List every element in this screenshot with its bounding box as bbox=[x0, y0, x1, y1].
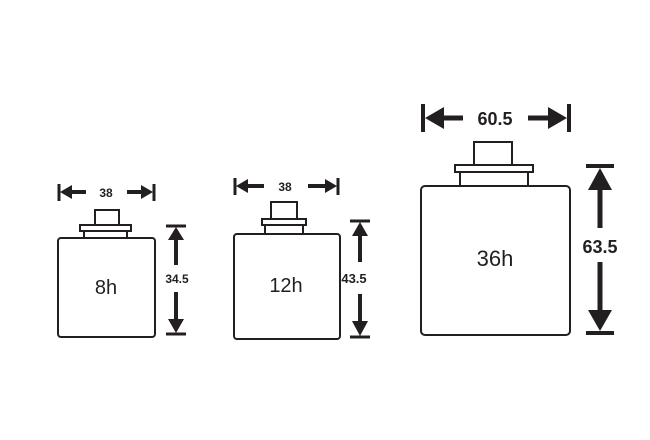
jar-body bbox=[233, 233, 341, 340]
height-label: 34.5 bbox=[165, 272, 189, 286]
width-dimension-arrow bbox=[233, 178, 340, 195]
width-label: 60.5 bbox=[477, 109, 512, 129]
width-dimension-arrow bbox=[57, 184, 156, 201]
jar-12h: 12h 38 43.5 bbox=[233, 178, 370, 340]
width-label: 38 bbox=[278, 180, 292, 194]
jar-lid-knob bbox=[270, 201, 298, 221]
jar-lid-knob bbox=[473, 141, 513, 167]
jar-collar bbox=[83, 230, 128, 239]
height-dimension-arrow bbox=[586, 164, 614, 335]
height-label: 43.5 bbox=[341, 271, 366, 286]
jar-lid-rim bbox=[454, 164, 534, 173]
burn-time-label: 36h bbox=[477, 246, 514, 271]
burn-time-label: 8h bbox=[95, 277, 117, 299]
height-dimension-arrow bbox=[166, 224, 186, 336]
jar-8h: 8h 38 34.5 bbox=[57, 184, 189, 338]
height-dimension-arrow bbox=[350, 219, 370, 339]
width-dimension-arrow bbox=[421, 104, 571, 132]
height-label: 63.5 bbox=[582, 237, 617, 257]
width-label: 38 bbox=[99, 186, 113, 200]
jar-body bbox=[57, 237, 156, 338]
burn-time-label: 12h bbox=[269, 275, 302, 297]
jar-lid-knob bbox=[94, 209, 120, 227]
jar-collar bbox=[459, 171, 529, 187]
jar-36h: 36h 60.5 63.5 bbox=[420, 104, 618, 336]
jar-body bbox=[420, 185, 571, 336]
jar-collar bbox=[264, 224, 304, 235]
